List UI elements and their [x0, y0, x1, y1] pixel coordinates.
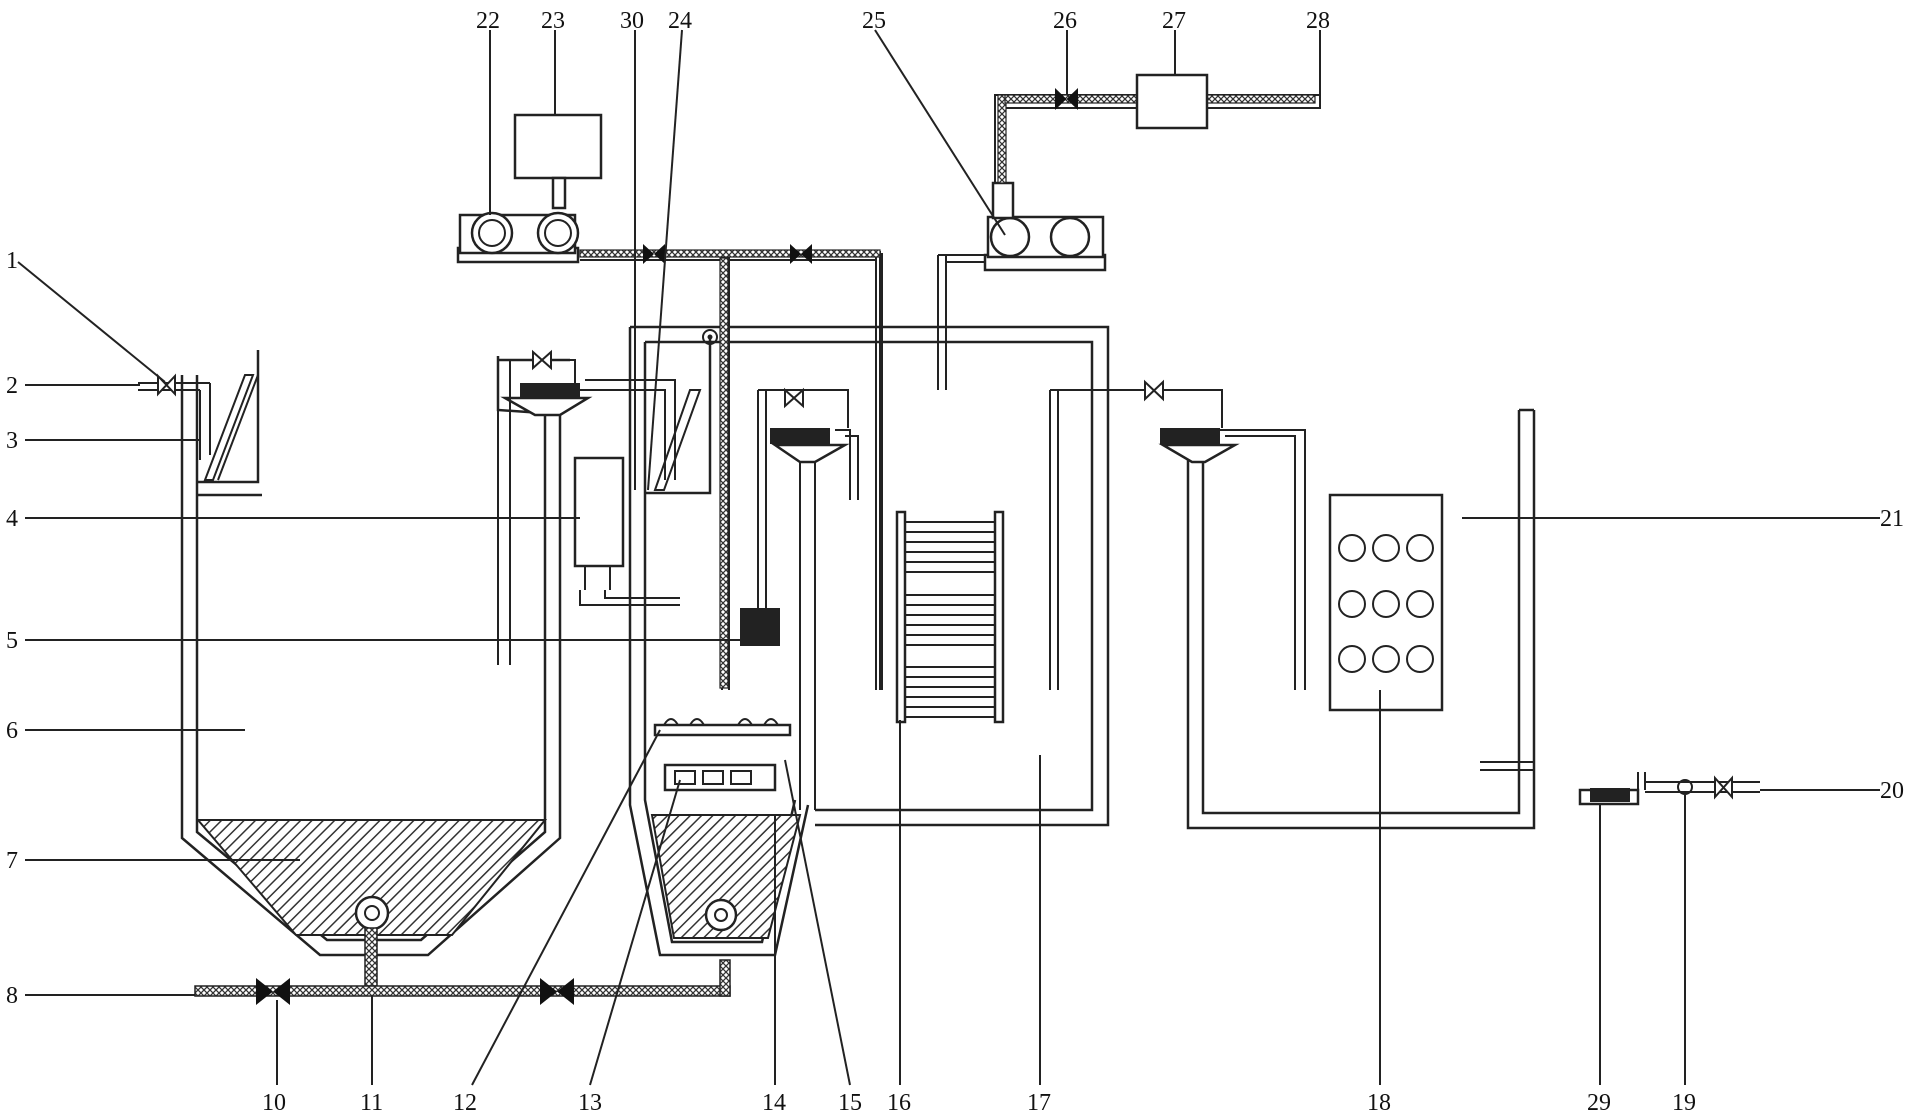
label-7: 7: [6, 848, 18, 874]
sludge-layer-7: [195, 819, 548, 936]
middle-reactor: [573, 253, 1110, 957]
left-tank-6: [180, 375, 562, 957]
flow-meter-19-icon: [1677, 779, 1693, 795]
screen-3: [197, 350, 262, 497]
label-15: 15: [838, 1090, 862, 1116]
label-3: 3: [6, 428, 18, 454]
label-18: 18: [1367, 1090, 1391, 1116]
label-10: 10: [262, 1090, 286, 1116]
label-13: 13: [578, 1090, 602, 1116]
blower-unit-22-23: [456, 30, 881, 690]
pump-tank6: [496, 349, 676, 832]
label-28: 28: [1306, 8, 1330, 34]
label-8: 8: [6, 983, 18, 1009]
label-1: 1: [6, 248, 18, 274]
number-labels: 1 2 3 4 5 6 7 8 10 11 12 13 14 15 16 17 …: [6, 8, 1904, 1116]
label-11: 11: [360, 1090, 383, 1116]
label-22: 22: [476, 8, 500, 34]
label-6: 6: [6, 718, 18, 744]
label-5: 5: [6, 628, 18, 654]
label-26: 26: [1053, 8, 1077, 34]
label-24: 24: [668, 8, 692, 34]
label-20: 20: [1880, 778, 1904, 804]
label-23: 23: [541, 8, 565, 34]
valve-10-icon[interactable]: [256, 978, 290, 1005]
valve-right-pump-icon[interactable]: [1144, 379, 1164, 402]
module-18: [1328, 493, 1444, 712]
tank-4: [573, 456, 625, 568]
label-14: 14: [762, 1090, 786, 1116]
valve-discharge-icon[interactable]: [540, 978, 574, 1005]
label-12: 12: [453, 1090, 477, 1116]
inlet-pipe-2: [138, 373, 211, 460]
label-19: 19: [1672, 1090, 1696, 1116]
valve-reactor-pump-icon[interactable]: [784, 387, 804, 409]
valve-outlet-icon[interactable]: [1714, 775, 1733, 800]
dosing-box-5: [740, 608, 780, 646]
box-27: [1135, 73, 1209, 130]
right-tank: [1049, 379, 1536, 830]
label-27: 27: [1162, 8, 1186, 34]
membrane-module-16: [895, 510, 1005, 724]
label-4: 4: [6, 506, 18, 532]
label-17: 17: [1027, 1090, 1051, 1116]
sludge-outlet: [194, 895, 731, 1005]
leader-lines: [17, 29, 1880, 1086]
outlet-line-20: [1578, 772, 1760, 806]
label-29: 29: [1587, 1090, 1611, 1116]
valve-pump-tank6-icon[interactable]: [532, 349, 552, 371]
label-16: 16: [887, 1090, 911, 1116]
blower-unit-25: [937, 73, 1321, 390]
sludge-layer-14: [650, 814, 802, 939]
label-25: 25: [862, 8, 886, 34]
label-2: 2: [6, 373, 18, 399]
valve-26-icon[interactable]: [1055, 88, 1078, 110]
label-30: 30: [620, 8, 644, 34]
valve-blower-b-icon[interactable]: [790, 244, 812, 264]
valve-blower-a-icon[interactable]: [643, 244, 665, 264]
label-21: 21: [1880, 506, 1904, 532]
